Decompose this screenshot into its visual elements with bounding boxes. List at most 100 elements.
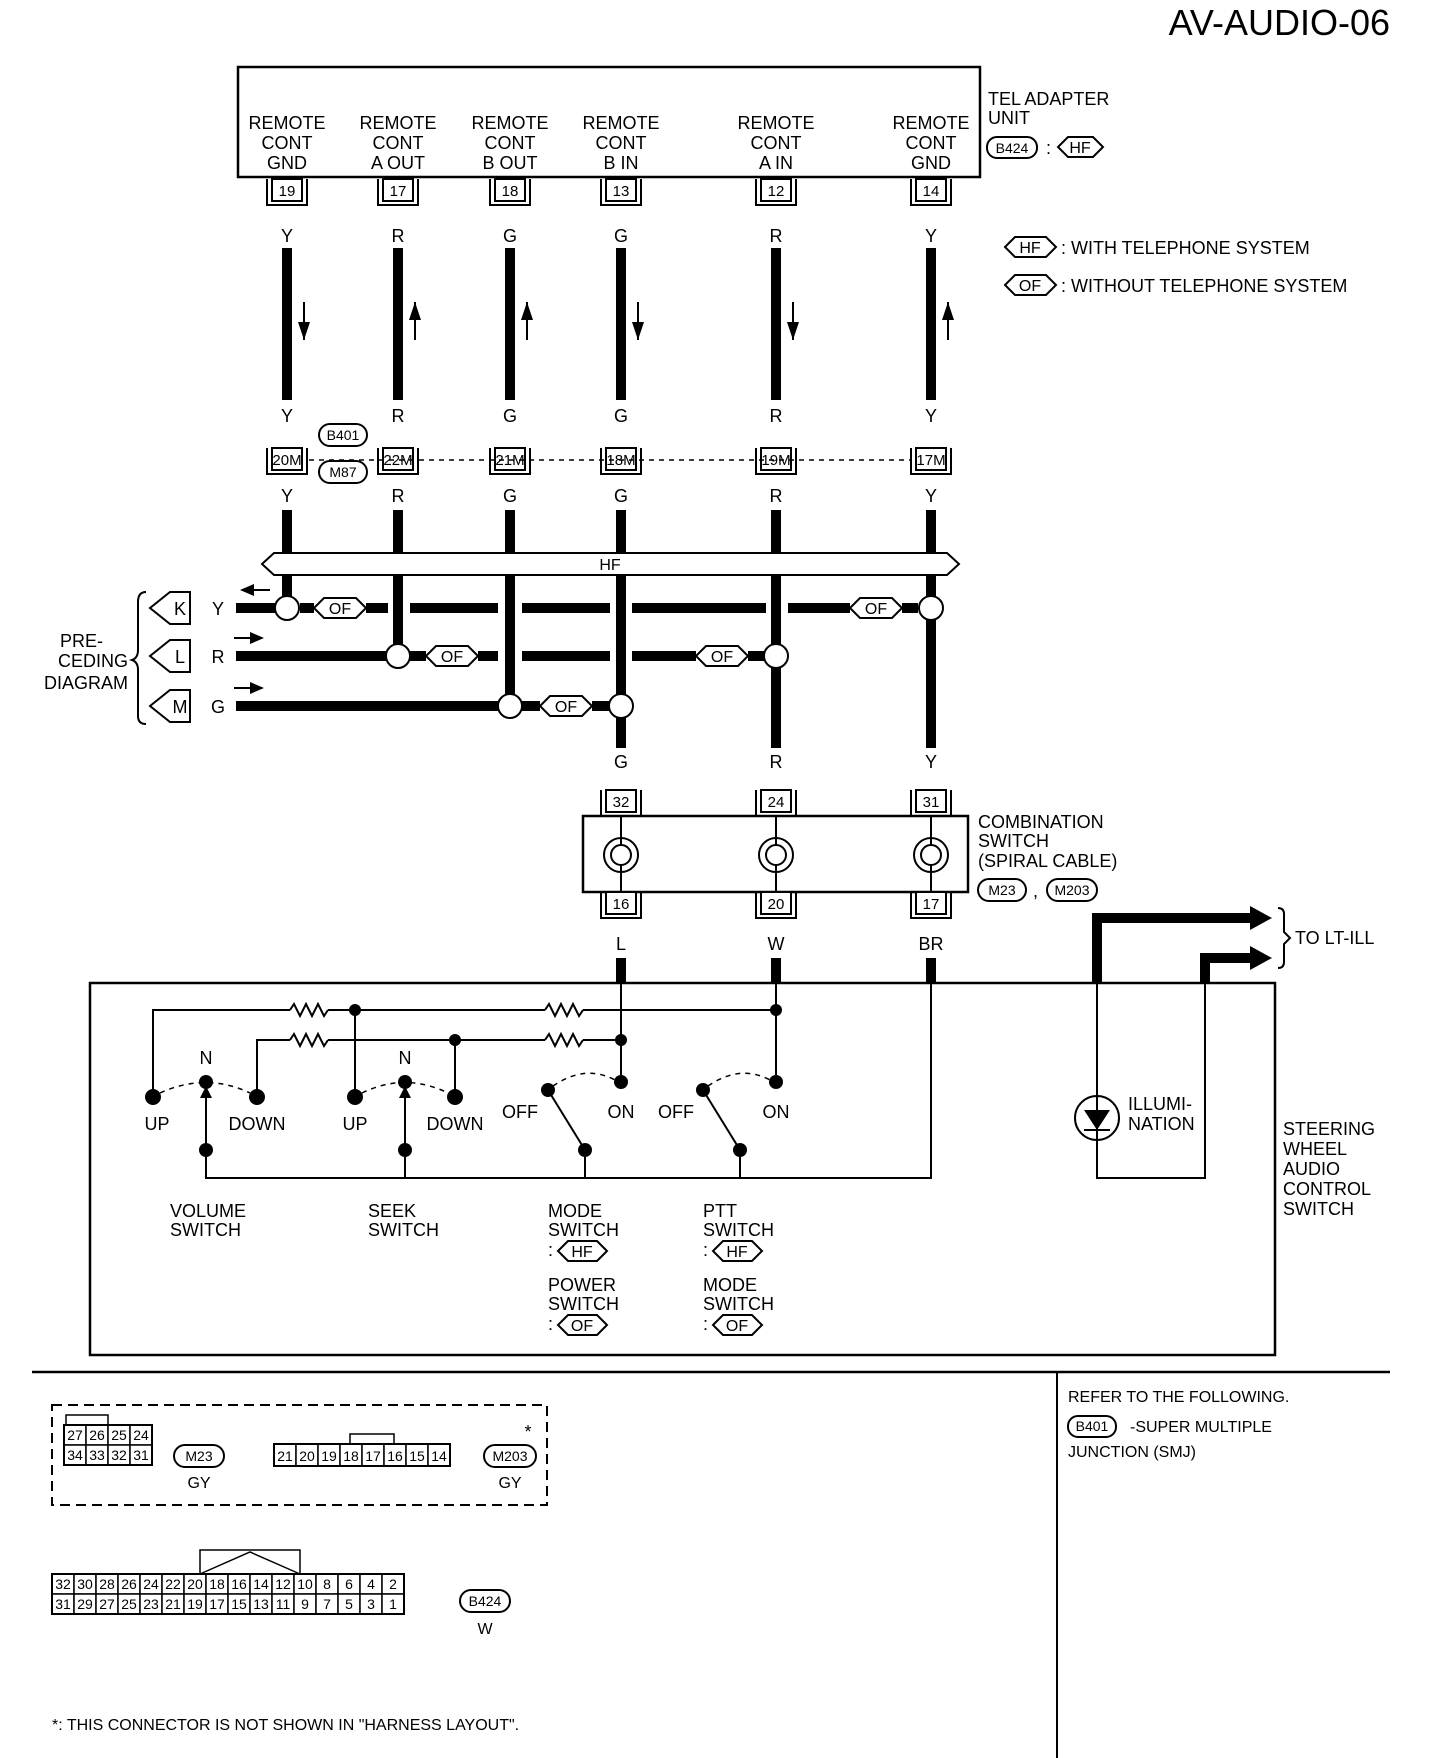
wire-color-joint-top-5: Y <box>925 406 937 426</box>
legend-hf-text: : WITH TELEPHONE SYSTEM <box>1061 238 1310 258</box>
cell-text-25: 25 <box>121 1596 137 1612</box>
joint-pin-18M-box <box>605 447 637 471</box>
tel-adapter-title-2: UNIT <box>988 108 1030 128</box>
m203-color: GY <box>498 1475 521 1492</box>
cell-text-4: 4 <box>367 1576 375 1592</box>
preceding-line-2: CEDING <box>58 651 128 671</box>
illumination-diode <box>1084 1110 1110 1130</box>
combo-top-pin-31-text: 31 <box>923 794 940 811</box>
b424-connector-tag-text: B424 <box>996 140 1029 156</box>
l-of-tag-left: OF <box>424 645 480 667</box>
joint-pin-21M-bracket <box>489 448 531 475</box>
joint-pin-18M-bracket <box>600 448 642 475</box>
m87-tag-text: M87 <box>329 464 356 480</box>
signal-arrow-down-4 <box>787 322 799 340</box>
volume-n-label: N <box>200 1048 213 1068</box>
legend-of-code: OF <box>1019 278 1041 295</box>
mode-off-label: OFF <box>502 1102 538 1122</box>
k-of-tag-left-text: OF <box>329 601 351 618</box>
modeb-switch-of-text: OF <box>726 1318 748 1335</box>
ptt-switch-hf-text: HF <box>726 1244 748 1261</box>
combo-out-color-1: W <box>768 934 785 954</box>
joint-pin-20M-bracket <box>266 448 308 475</box>
power-switch-colon: : <box>548 1314 553 1334</box>
combo-bottom-pin-17: 17 <box>910 891 952 919</box>
terminal-18-label-1: REMOTE <box>471 113 548 133</box>
cell-text-20: 20 <box>187 1576 203 1592</box>
hf-harness-bar: HF <box>260 552 961 576</box>
b424-latch <box>199 1549 301 1574</box>
cell-text-12: 12 <box>275 1576 291 1592</box>
m23-tag-text: M23 <box>988 882 1015 898</box>
b401-connector-tag <box>318 423 368 447</box>
m87-connector-tag <box>318 460 368 484</box>
cell-text-3: 3 <box>367 1596 375 1612</box>
tel-pin-17: 17 <box>377 178 419 206</box>
cell-text-15: 15 <box>409 1448 425 1464</box>
outline <box>63 1424 153 1466</box>
cell-text-32: 32 <box>111 1447 127 1463</box>
illumination-label-1: ILLUMI- <box>1128 1094 1192 1114</box>
to-lt-ill: TO LT-ILL <box>1092 906 1374 983</box>
lt-ill-brace <box>1277 907 1292 969</box>
tel-pin-12-text: 12 <box>768 183 785 200</box>
cell-text-31: 31 <box>133 1447 149 1463</box>
ptt-off-label: OFF <box>658 1102 694 1122</box>
switch-circuit: N UP DOWN N UP DOWN OFF ON OFF ON <box>144 982 1206 1336</box>
outline <box>273 1443 451 1467</box>
tel-adapter-unit-label: TEL ADAPTER UNIT B424 : HF <box>986 89 1109 159</box>
page-title: AV-AUDIO-06 <box>1169 2 1390 43</box>
combo-bottom-pin-16: 16 <box>600 891 642 919</box>
terminal-18-label-2: CONT <box>485 133 536 153</box>
combination-switch-line-2: SWITCH <box>978 831 1049 851</box>
wire-color-top-1: R <box>392 226 405 246</box>
cell-text-9: 9 <box>301 1596 309 1612</box>
node-1 <box>349 1004 361 1016</box>
combo-in-color-0: G <box>614 752 628 772</box>
tel-pin-13-bracket <box>600 179 642 206</box>
combo-top-pin-24: 24 <box>755 789 797 817</box>
tel-pin-18-bracket <box>489 179 531 206</box>
terminal-19-label-3: GND <box>267 153 307 173</box>
joint-pin-18M: 18M <box>600 447 642 475</box>
wire-color-joint-bottom-0: Y <box>281 486 293 506</box>
spiral-inner-2 <box>920 844 942 866</box>
preceding-wire-color-M: G <box>211 697 225 717</box>
power-switch-label-2: SWITCH <box>548 1294 619 1314</box>
cell-text-1: 1 <box>389 1596 397 1612</box>
seek-n-label: N <box>399 1048 412 1068</box>
refer-line-1: REFER TO THE FOLLOWING. <box>1068 1389 1289 1406</box>
tel-pin-13-box <box>605 178 637 202</box>
m203-latch <box>349 1433 395 1445</box>
combo-top-pin-32-box <box>605 789 637 813</box>
combo-bottom-pin-20-text: 20 <box>768 896 785 913</box>
cell-text-26: 26 <box>89 1427 105 1443</box>
junction-4 <box>497 693 523 719</box>
tel-pin-18-box <box>494 178 526 202</box>
wire-color-top-0: Y <box>281 226 293 246</box>
mode-switch-hf-text: HF <box>571 1244 593 1261</box>
combo-bottom-pin-16-box <box>605 891 637 915</box>
refer-line-3: JUNCTION (SMJ) <box>1068 1444 1196 1461</box>
cell-text-30: 30 <box>77 1576 93 1592</box>
cell-text-24: 24 <box>143 1576 159 1592</box>
cell-text-21: 21 <box>277 1448 293 1464</box>
resistor-4 <box>544 1031 584 1049</box>
power-switch-of-text: OF <box>571 1318 593 1335</box>
hf-variant-tag <box>1056 136 1105 158</box>
tel-pin-17-text: 17 <box>390 183 407 200</box>
mode-on-contact <box>614 1075 628 1089</box>
power-switch-of-tag <box>556 1314 609 1336</box>
modeb-switch-of-tag <box>711 1314 764 1336</box>
tel-pin-18: 18 <box>489 178 531 206</box>
mode-switch-label-1: MODE <box>548 1201 602 1221</box>
tel-pin-19-box <box>271 178 303 202</box>
spiral-inner-1 <box>765 844 787 866</box>
ptt-switch-label-1: PTT <box>703 1201 737 1221</box>
tel-pin-14-text: 14 <box>923 183 940 200</box>
tel-pin-19-text: 19 <box>279 183 296 200</box>
l-of-tag-right: OF <box>694 645 750 667</box>
steering-line-2: WHEEL <box>1283 1139 1347 1159</box>
